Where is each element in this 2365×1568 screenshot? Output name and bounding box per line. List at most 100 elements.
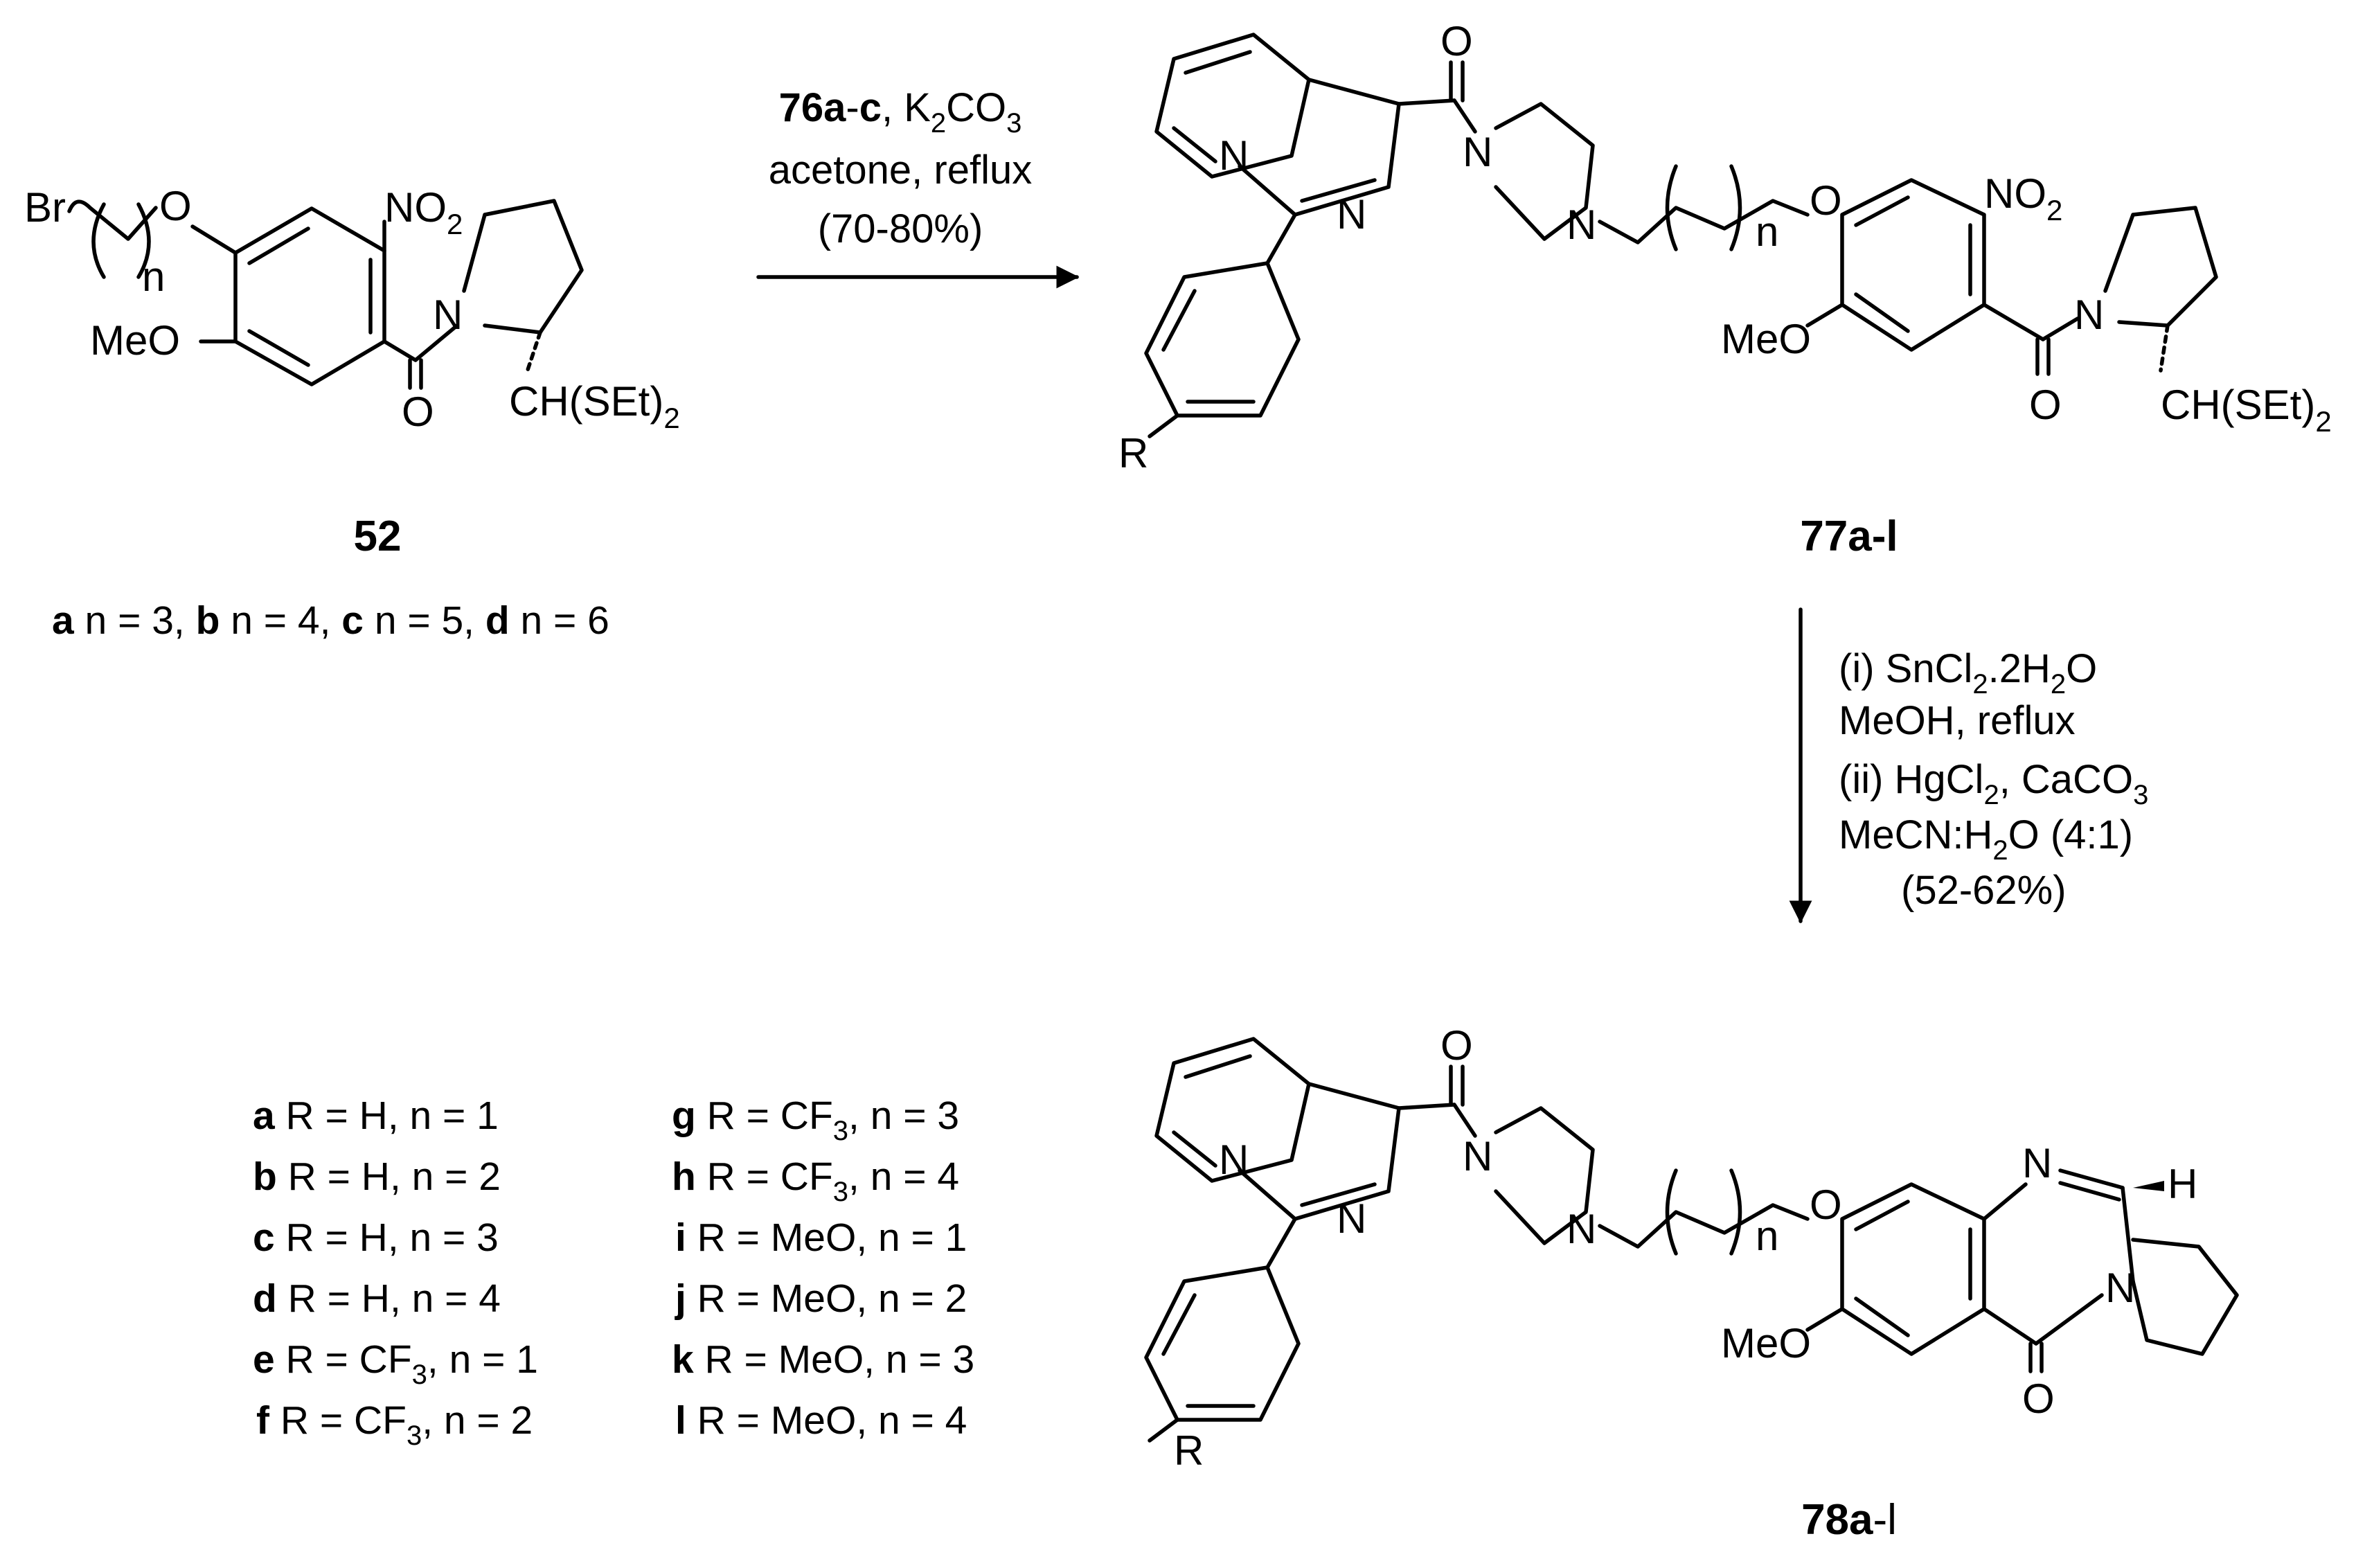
pyrrolidine-ring-52 bbox=[462, 199, 584, 335]
atom-o-carbonyl-top: O bbox=[1440, 18, 1473, 64]
chain-n-subscript-78: n bbox=[1756, 1213, 1778, 1259]
substituent-row-i: i R = MeO, n = 1 bbox=[675, 1215, 967, 1260]
atom-n-bridgehead: N bbox=[1219, 132, 1249, 179]
bond-ring-carbonyl-77 bbox=[1982, 303, 2045, 341]
compound-52-structure: Br O n MeO NO2 O N CH(SEt)2 bbox=[24, 183, 680, 435]
step1-reagents-line1: 76a-c, K2CO3 bbox=[779, 85, 1022, 139]
step2-line2: MeOH, reflux bbox=[1839, 698, 2076, 743]
atom-o-carbonyl: O bbox=[402, 389, 434, 435]
bz-double-1 bbox=[1854, 195, 1910, 227]
atom-n-piperazine-2: N bbox=[1567, 202, 1596, 248]
bond-ring-meo-77 bbox=[1805, 303, 1844, 328]
bond-ring-o bbox=[190, 224, 238, 255]
atom-meo-78: MeO bbox=[1721, 1320, 1811, 1366]
atom-ch-set-77: CH(SEt)2 bbox=[2161, 382, 2332, 438]
chain-bracket-right-77 bbox=[1729, 164, 1742, 251]
atom-meo: MeO bbox=[90, 317, 180, 364]
pyridine-ring-78 bbox=[1154, 1037, 1311, 1183]
piperazine-ring-78 bbox=[1494, 1106, 1595, 1245]
step2-line4: MeCN:H2O (4:1) bbox=[1839, 812, 2133, 866]
chain-bracket-right-78 bbox=[1729, 1168, 1742, 1256]
atom-r-78: R bbox=[1174, 1427, 1204, 1474]
step2-line3: (ii) HgCl2, CaCO3 bbox=[1839, 757, 2148, 810]
stereo-hash-bond-77 bbox=[2159, 323, 2170, 373]
piperazine-ring-77 bbox=[1494, 102, 1595, 241]
bz78-double-3 bbox=[1854, 1297, 1910, 1337]
atom-n-imidazole: N bbox=[1337, 191, 1366, 238]
step2-line1: (i) SnCl2.2H2O bbox=[1839, 646, 2097, 700]
imid-double bbox=[1300, 178, 1377, 203]
substituent-row-l: l R = MeO, n = 4 bbox=[675, 1398, 967, 1443]
pyr-double-2 bbox=[1172, 126, 1217, 163]
step2-yield: (52-62%) bbox=[1901, 868, 2067, 913]
pyr-double-1 bbox=[1184, 50, 1252, 75]
ph-double-1 bbox=[1161, 289, 1197, 352]
bond-ring-carbonyl bbox=[382, 339, 418, 362]
bz-double-3 bbox=[1854, 292, 1910, 333]
atom-n-pyrrolidine-77: N bbox=[2074, 292, 2104, 338]
substituent-row-e: e R = CF3, n = 1 bbox=[253, 1337, 538, 1390]
atom-o-ether: O bbox=[159, 183, 192, 229]
substituent-row-g: g R = CF3, n = 3 bbox=[672, 1094, 959, 1146]
atom-n-piperazine-1: N bbox=[1463, 129, 1492, 175]
benzene-ring-78 bbox=[1840, 1182, 1986, 1356]
compound-77-structure: N N R O N N n O NO2 MeO O bbox=[1118, 18, 2332, 476]
atom-no2: NO2 bbox=[384, 184, 463, 240]
substituent-row-j: j R = MeO, n = 2 bbox=[675, 1276, 967, 1321]
substituent-row-b: b R = H, n = 2 bbox=[253, 1155, 501, 1199]
pyrrolidine-ring-77 bbox=[2103, 206, 2218, 328]
bond-imid-carbonyl bbox=[1397, 98, 1456, 106]
substituent-row-a: a R = H, n = 1 bbox=[253, 1094, 499, 1138]
compound-label-78: 78a-l bbox=[1801, 1496, 1897, 1544]
atom-o-carbonyl-top-78: O bbox=[1440, 1022, 1473, 1069]
stereo-wedge-h bbox=[2133, 1181, 2164, 1191]
bond-carbonyl-n bbox=[413, 323, 459, 362]
benzene-ring-52 bbox=[233, 206, 386, 386]
pyr78-double-1 bbox=[1184, 1054, 1252, 1079]
compound-78-structure: N N R O N N n O MeO N bbox=[1144, 1022, 2239, 1474]
stereo-hash-bond bbox=[524, 330, 542, 376]
atom-n-bridgehead-78: N bbox=[1219, 1137, 1249, 1183]
bond-phenyl-r-78 bbox=[1148, 1418, 1179, 1443]
atom-n-pyrrolidine-78: N bbox=[2105, 1265, 2135, 1311]
compound-label-77: 77a-l bbox=[1800, 513, 1898, 560]
atom-o-lactam: O bbox=[2022, 1375, 2055, 1422]
substituent-row-d: d R = H, n = 4 bbox=[253, 1276, 501, 1321]
atom-o-carbonyl-77: O bbox=[2029, 382, 2062, 428]
alkyl-chain-77 bbox=[1598, 199, 1810, 244]
chain-n-subscript: n bbox=[142, 253, 165, 300]
pyr78-double-2 bbox=[1172, 1130, 1217, 1168]
atom-h: H bbox=[2168, 1161, 2197, 1207]
bond-ring-lactam bbox=[1982, 1307, 2038, 1346]
chain-n-subscript-77: n bbox=[1756, 208, 1778, 255]
compound-52-variants: a n = 3, b n = 4, c n = 5, d n = 6 bbox=[52, 598, 609, 643]
bond-c11-c11a bbox=[2121, 1186, 2135, 1283]
bond-imine-1 bbox=[2058, 1168, 2125, 1190]
chain-bracket-left-78 bbox=[1665, 1168, 1678, 1256]
atom-r: R bbox=[1118, 430, 1148, 476]
imid78-double bbox=[1300, 1182, 1377, 1207]
pyridine-ring-77 bbox=[1154, 33, 1311, 179]
alkyl-chain-78 bbox=[1598, 1203, 1810, 1249]
imidazole-ring-77 bbox=[1238, 78, 1401, 217]
bond-ring-nimine bbox=[1982, 1182, 2028, 1221]
substituent-row-f: f R = CF3, n = 2 bbox=[256, 1398, 533, 1451]
atom-n-pyrrolidine: N bbox=[433, 292, 463, 338]
step1-reagents-line2: acetone, reflux bbox=[769, 148, 1032, 193]
atom-no2-77: NO2 bbox=[1984, 170, 2062, 226]
bond-n-ch-77 bbox=[2117, 320, 2170, 328]
atom-meo-77: MeO bbox=[1721, 316, 1811, 362]
chain-bracket-left-77 bbox=[1665, 164, 1678, 251]
bz78-double-1 bbox=[1854, 1200, 1910, 1231]
atom-ch-set: CH(SEt)2 bbox=[509, 378, 680, 434]
bond-lactam-n bbox=[2034, 1293, 2104, 1346]
substituent-table: a R = H, n = 1 b R = H, n = 2 c R = H, n… bbox=[253, 1094, 974, 1451]
pyrrolidine-ring-78 bbox=[2131, 1238, 2239, 1356]
atom-o-ether-78: O bbox=[1810, 1182, 1842, 1228]
substituent-row-k: k R = MeO, n = 3 bbox=[672, 1337, 974, 1382]
ph78-double-1 bbox=[1161, 1293, 1197, 1356]
bond-imid-phenyl bbox=[1265, 213, 1297, 265]
atom-n-imine: N bbox=[2022, 1140, 2052, 1186]
bond-imid-phenyl-78 bbox=[1265, 1217, 1297, 1269]
